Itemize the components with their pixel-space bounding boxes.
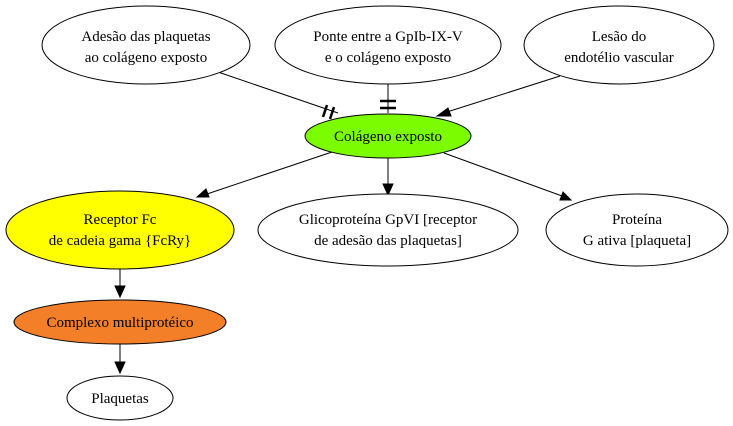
node-lesao: Lesão do endotélio vascular bbox=[523, 5, 715, 85]
edge-colageno-to-glicoproteina bbox=[382, 157, 394, 197]
node-label-line: Receptor Fc bbox=[84, 212, 157, 228]
edge-arrowhead bbox=[114, 361, 126, 375]
node-glicoproteina: Glicoproteína GpVI [receptor de adesão d… bbox=[257, 193, 519, 267]
edge-tee-mark bbox=[321, 104, 329, 118]
node-receptor: Receptor Fc de cadeia gama {FcRy} bbox=[5, 190, 235, 270]
edge-colageno-to-receptor bbox=[195, 151, 333, 198]
node-ponte: Ponte entre a GpIb-IX-V e o colágeno exp… bbox=[274, 5, 502, 85]
node-label-line: Colágeno exposto bbox=[334, 129, 442, 145]
node-label-line: de adesão das plaquetas] bbox=[314, 233, 462, 249]
node-adesao: Adesão das plaquetas ao colágeno exposto bbox=[41, 5, 251, 85]
edge-ponte-to-colageno bbox=[380, 83, 396, 113]
node-ellipse bbox=[5, 190, 235, 270]
edge-arrowhead bbox=[435, 107, 452, 117]
edge-line bbox=[206, 151, 333, 195]
node-label-line: e o colágeno exposto bbox=[325, 50, 451, 66]
node-complexo: Complexo multiprotéico bbox=[13, 299, 227, 345]
node-label-line: G ativa [plaqueta] bbox=[583, 233, 691, 249]
edge-line bbox=[443, 152, 563, 197]
edge-arrowhead bbox=[114, 285, 126, 299]
node-label-line: endotélio vascular bbox=[564, 50, 674, 66]
edge-line bbox=[446, 75, 561, 113]
node-ellipse bbox=[304, 113, 472, 159]
node-ellipse bbox=[41, 5, 251, 85]
edge-adesao-to-colageno bbox=[217, 71, 339, 120]
node-ellipse bbox=[66, 375, 174, 421]
node-label-line: Ponte entre a GpIb-IX-V bbox=[313, 29, 463, 45]
node-ellipse bbox=[13, 299, 227, 345]
node-label-line: Lesão do bbox=[592, 29, 647, 45]
nodes: Adesão das plaquetas ao colágeno exposto… bbox=[5, 5, 729, 421]
node-ellipse bbox=[257, 193, 519, 267]
node-label-line: Adesão das plaquetas bbox=[81, 29, 210, 45]
node-ellipse bbox=[545, 193, 729, 267]
node-label-line: Plaquetas bbox=[91, 391, 149, 407]
node-label-line: Glicoproteína GpVI [receptor bbox=[299, 212, 477, 228]
node-plaquetas: Plaquetas bbox=[66, 375, 174, 421]
edge-arrowhead bbox=[559, 191, 573, 201]
node-label-line: de cadeia gama {FcRy} bbox=[49, 233, 192, 249]
edge-arrowhead bbox=[382, 183, 394, 197]
node-proteina: Proteína G ativa [plaqueta] bbox=[545, 193, 729, 267]
edge-line bbox=[217, 71, 339, 114]
edges bbox=[114, 71, 573, 375]
node-ellipse bbox=[274, 5, 502, 85]
edge-tee-mark bbox=[328, 106, 336, 120]
node-ellipse bbox=[523, 5, 715, 85]
edge-lesao-to-colageno bbox=[435, 75, 561, 117]
edge-receptor-to-complexo bbox=[114, 268, 126, 299]
node-label-line: Complexo multiprotéico bbox=[46, 315, 193, 331]
edge-colageno-to-proteina bbox=[443, 152, 573, 201]
node-colageno: Colágeno exposto bbox=[304, 113, 472, 159]
edge-complexo-to-plaquetas bbox=[114, 344, 126, 375]
node-label-line: Proteína bbox=[612, 212, 662, 228]
node-label-line: ao colágeno exposto bbox=[85, 50, 207, 66]
edge-arrowhead bbox=[195, 188, 210, 198]
